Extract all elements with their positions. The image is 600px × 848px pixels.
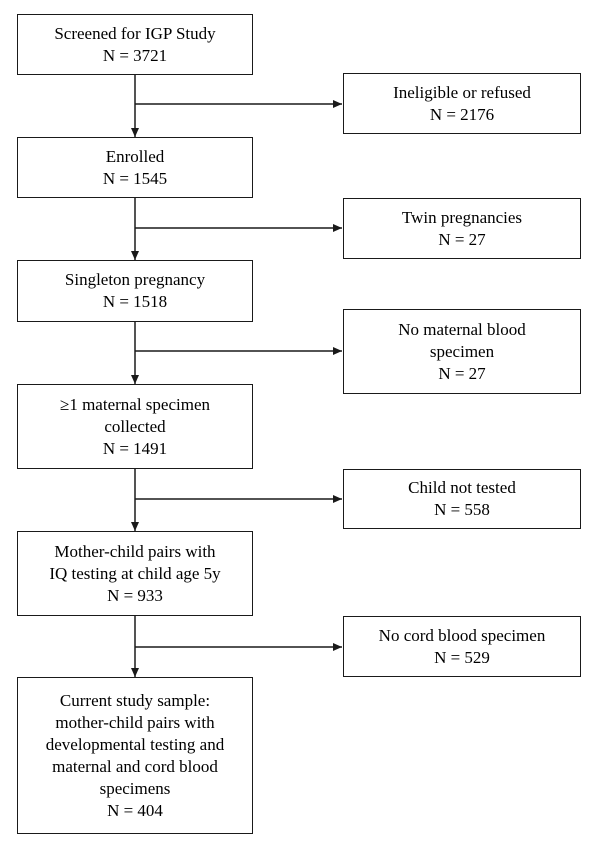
box-line: mother-child pairs with	[55, 712, 215, 732]
box-line: Twin pregnancies	[401, 207, 523, 227]
box-ineligible: Ineligible or refused N = 2176	[343, 73, 581, 134]
box-twin: Twin pregnancies N = 27	[343, 198, 581, 259]
box-line: developmental testing and	[45, 734, 225, 754]
box-count: N = 933	[107, 585, 163, 605]
box-screened: Screened for IGP Study N = 3721	[17, 14, 253, 75]
box-study-sample: Current study sample: mother-child pairs…	[17, 677, 253, 834]
box-child-not-tested: Child not tested N = 558	[343, 469, 581, 529]
box-line: specimens	[99, 778, 171, 798]
box-line: maternal and cord blood	[52, 756, 218, 776]
box-count: N = 3721	[102, 45, 168, 65]
box-count: N = 529	[434, 647, 490, 667]
box-count: N = 27	[438, 363, 486, 383]
box-no-cord-blood: No cord blood specimen N = 529	[343, 616, 581, 677]
box-line: Child not tested	[408, 478, 516, 497]
box-enrolled: Enrolled N = 1545	[17, 137, 253, 198]
box-count: N = 1491	[102, 438, 168, 458]
box-line: Screened for IGP Study	[54, 23, 216, 43]
box-maternal-specimen: ≥1 maternal specimen collected N = 1491	[17, 384, 253, 469]
box-line: IQ testing at child age 5y	[49, 563, 221, 583]
box-line: ≥1 maternal specimen	[60, 394, 210, 414]
box-line: Singleton pregnancy	[64, 270, 206, 289]
box-line: No cord blood specimen	[378, 625, 546, 645]
box-line: specimen	[429, 341, 495, 361]
box-count: N = 404	[107, 800, 163, 820]
box-line: Current study sample:	[59, 690, 211, 710]
box-line: No maternal blood	[398, 319, 526, 339]
box-singleton: Singleton pregnancy N = 1518	[17, 260, 253, 322]
box-count: N = 2176	[429, 104, 495, 124]
box-count: N = 558	[434, 500, 490, 519]
box-line: Ineligible or refused	[393, 82, 531, 102]
box-count: N = 27	[438, 229, 486, 249]
box-line: Mother-child pairs with	[54, 541, 216, 561]
box-line: Enrolled	[105, 146, 165, 166]
box-line: collected	[104, 416, 166, 436]
box-iq-testing: Mother-child pairs with IQ testing at ch…	[17, 531, 253, 616]
box-count: N = 1518	[102, 292, 168, 311]
box-count: N = 1545	[102, 168, 168, 188]
box-no-maternal-blood: No maternal blood specimen N = 27	[343, 309, 581, 394]
